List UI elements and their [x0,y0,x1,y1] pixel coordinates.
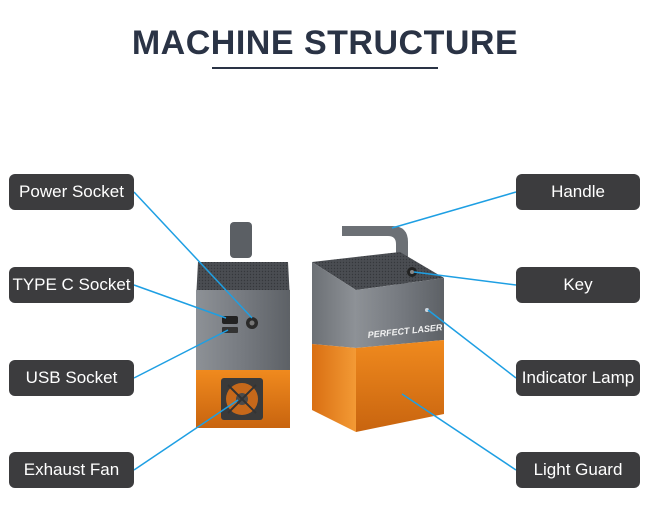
right-machine: PERFECT LASER [312,226,444,432]
light-guard-front [356,340,444,432]
label-type-c-socket: TYPE C Socket [9,267,134,303]
label-power-socket: Power Socket [9,174,134,210]
line-indicator-lamp [427,309,517,379]
label-light-guard: Light Guard [516,452,640,488]
label-key: Key [516,267,640,303]
right-body-front-face [356,278,444,348]
line-usb-socket [133,329,229,379]
indicator-lamp [425,308,429,312]
page-title: MACHINE STRUCTURE [131,24,519,62]
line-power-socket [133,191,253,319]
title-underline [212,67,438,69]
left-machine [196,222,290,428]
line-exhaust-fan [133,399,239,471]
line-key [413,271,517,286]
line-handle [391,191,517,229]
label-exhaust-fan: Exhaust Fan [9,452,134,488]
right-body-left-face [312,262,356,348]
callout-lines [133,191,517,471]
left-handle [230,222,252,258]
light-guard-left [312,344,356,432]
label-handle: Handle [516,174,640,210]
right-top-mesh [312,252,444,290]
label-indicator-lamp: Indicator Lamp [516,360,640,396]
line-type-c-socket [133,284,227,319]
left-body [196,290,290,370]
line-light-guard [401,393,517,471]
label-usb-socket: USB Socket [9,360,134,396]
